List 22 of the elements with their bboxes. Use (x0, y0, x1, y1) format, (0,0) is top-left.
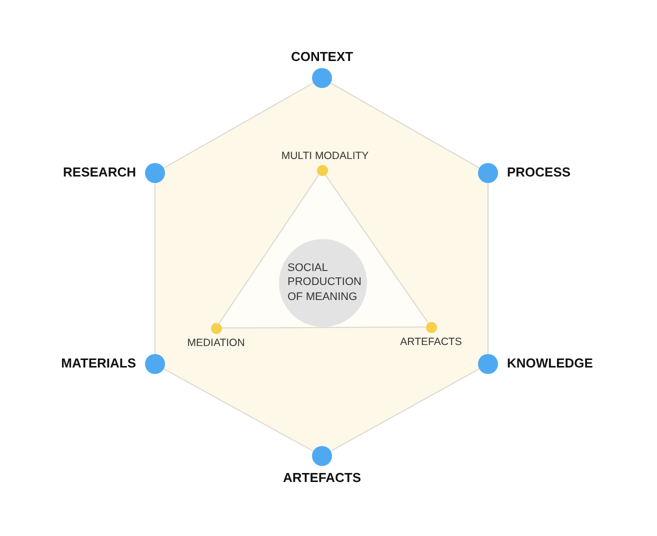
vertex-dot (478, 163, 498, 183)
connector-line (330, 82, 480, 169)
connector-line (218, 174, 320, 324)
point-label: MEDIATION (187, 336, 245, 349)
vertex-dot (145, 354, 165, 374)
vertex-dot (478, 354, 498, 374)
circle-label: SOCIAL PRODUCTION OF MEANING (288, 260, 358, 304)
vertex-label: CONTEXT (290, 50, 354, 65)
point-label: MULTI MODALITY (281, 149, 369, 162)
connector-line (163, 82, 314, 169)
vertex-label: MATERIALS (61, 356, 136, 372)
vertex-dot (312, 68, 332, 88)
connector-line (164, 368, 314, 452)
vertex-label: ARTEFACTS (283, 471, 361, 486)
vertex-label: PROCESS (507, 166, 571, 180)
vertex-dot (312, 446, 332, 466)
vertex-dot (145, 163, 165, 183)
point-label: ARTEFACTS (400, 336, 462, 348)
vertex-label: RESEARCH (63, 166, 136, 180)
connector-line (330, 368, 480, 452)
vertex-label: KNOWLEDGE (507, 356, 593, 372)
connector-line (324, 174, 428, 323)
